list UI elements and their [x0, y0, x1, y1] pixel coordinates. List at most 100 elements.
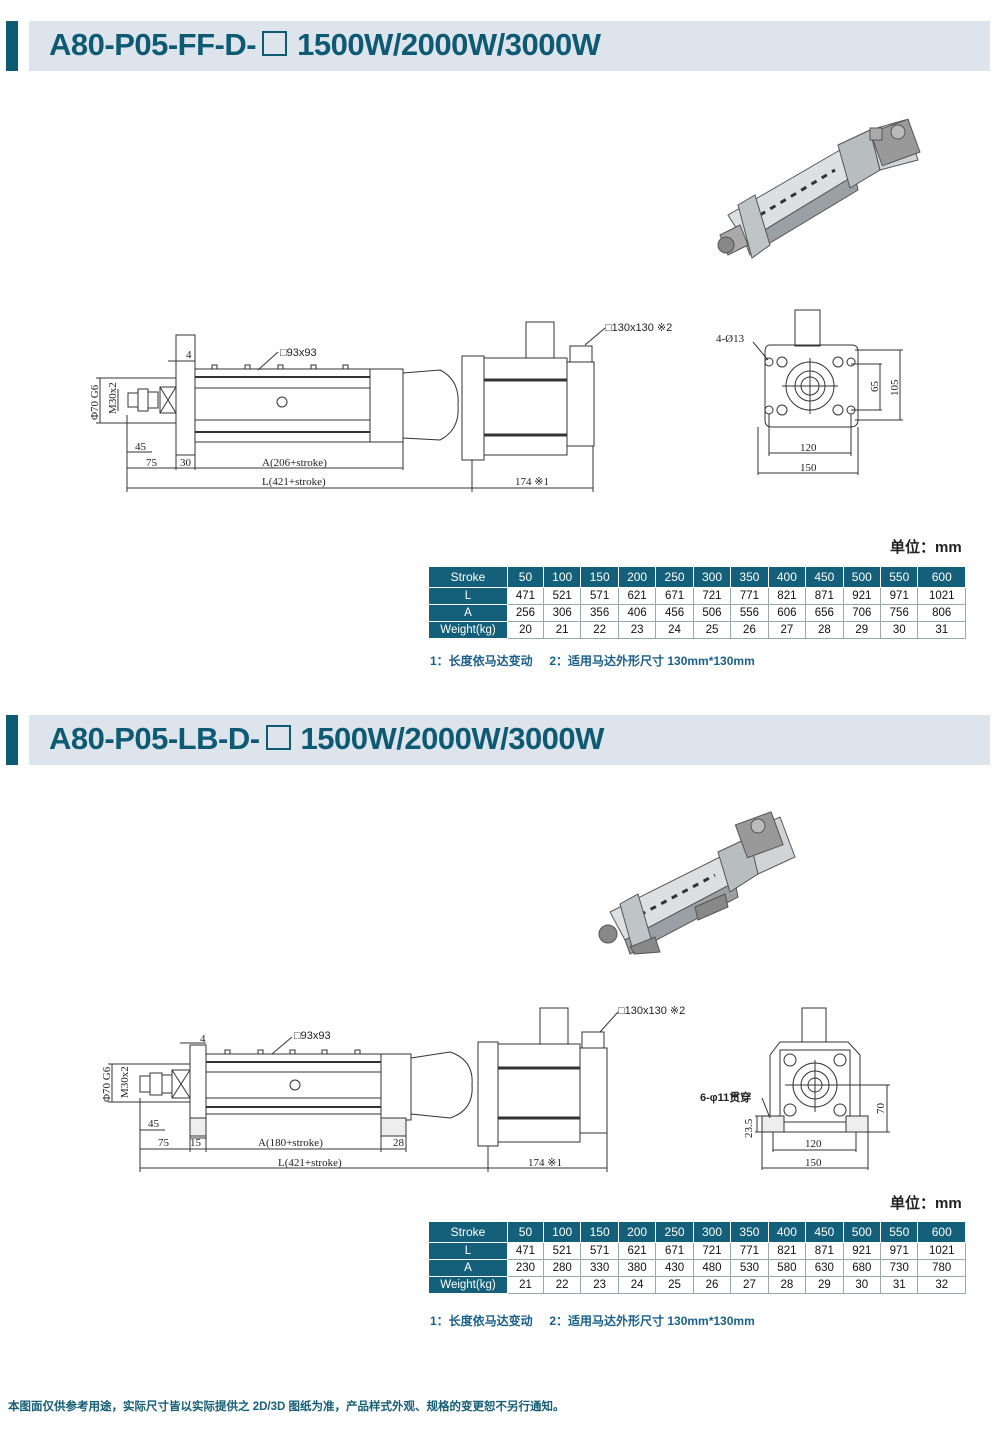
dim-flange: 4 [200, 1033, 206, 1045]
table-cell: 771 [730, 1242, 769, 1260]
model-title: A80-P05-FF-D-1500W/2000W/3000W [49, 27, 601, 63]
dim-150: 150 [805, 1157, 822, 1169]
table-cell: 430 [655, 1259, 694, 1277]
table-cell: 350 [730, 1221, 769, 1243]
table-cell: 32 [917, 1276, 966, 1294]
thread-label: M30x2 [119, 1066, 131, 1098]
option-box-icon [265, 725, 291, 750]
table-cell: 630 [805, 1259, 844, 1277]
table-cell: 27 [730, 1276, 769, 1294]
dim-120: 120 [800, 442, 817, 454]
table-cell: 31 [917, 621, 966, 639]
row-header-cell: L [428, 1242, 508, 1260]
motor-size-label: □130x130 ※2 [618, 1005, 685, 1017]
table-cell: 921 [842, 1242, 882, 1260]
dim-45: 45 [135, 441, 147, 453]
dim-15: 15 [190, 1137, 202, 1149]
dim-28: 28 [393, 1137, 405, 1149]
dim-105: 105 [889, 379, 901, 396]
table-cell: 280 [542, 1259, 582, 1277]
table-cell: 200 [617, 1221, 657, 1243]
holes-label: 4-Ø13 [716, 333, 745, 345]
table-cell: 550 [880, 566, 919, 588]
table-cell: 24 [655, 621, 694, 639]
dim-motor: 174 ※1 [515, 476, 549, 488]
power-options: 1500W/2000W/3000W [300, 721, 605, 756]
dim-45: 45 [148, 1118, 160, 1130]
table-cell: 22 [542, 1276, 582, 1294]
table-cell: 680 [842, 1259, 882, 1277]
table-cell: 23 [580, 1276, 619, 1294]
dim-75: 75 [158, 1137, 170, 1149]
row-header-cell: Stroke [428, 1221, 508, 1243]
table-cell: 23 [617, 621, 657, 639]
dim-65: 65 [869, 381, 881, 393]
table-cell: 871 [805, 1242, 844, 1260]
table-cell: 521 [542, 1242, 582, 1260]
dim-30: 30 [180, 457, 192, 469]
dim-150: 150 [800, 462, 817, 474]
row-header-cell: Stroke [428, 566, 508, 588]
table-cell: 250 [655, 566, 694, 588]
table-cell: 300 [692, 566, 732, 588]
disclaimer-footer: 本图面仅供参考用途，实际尺寸皆以实际提供之 2D/3D 图纸为准，产品样式外观、… [8, 1401, 565, 1413]
thread-label: M30x2 [107, 382, 119, 414]
table-cell: 300 [692, 1221, 732, 1243]
table-cell: 580 [767, 1259, 807, 1277]
table-cell: 26 [692, 1276, 732, 1294]
table-cell: 29 [805, 1276, 844, 1294]
table-cell: 30 [880, 621, 919, 639]
table-cell: 31 [880, 1276, 919, 1294]
table-cell: 600 [917, 566, 966, 588]
table-cell: 821 [767, 1242, 807, 1260]
table-cell: 230 [507, 1259, 544, 1277]
table-cell: 500 [842, 1221, 882, 1243]
table-cell: 821 [767, 587, 807, 605]
model-code: A80-P05-FF-D- [49, 27, 257, 62]
table-cell: 400 [767, 1221, 807, 1243]
dim-a: A(206+stroke) [262, 457, 327, 469]
table-cell: 24 [617, 1276, 657, 1294]
model-code: A80-P05-LB-D- [49, 721, 260, 756]
table-cell: 30 [842, 1276, 882, 1294]
table-cell: 480 [692, 1259, 732, 1277]
profile-size-label: □93x93 [280, 347, 317, 359]
table-cell: 721 [692, 587, 732, 605]
table-cell: 450 [805, 1221, 844, 1243]
profile-size-label: □93x93 [294, 1030, 331, 1042]
dim-23-5: 23.5 [743, 1118, 755, 1138]
holes-label: 6-φ11贯穿 [700, 1090, 751, 1104]
table-cell: 21 [507, 1276, 544, 1294]
unit-label: 单位：mm [890, 539, 962, 556]
table-cell: 28 [767, 1276, 807, 1294]
table-cell: 406 [617, 604, 657, 622]
row-header-cell: A [428, 1259, 508, 1277]
option-box-icon [262, 31, 288, 56]
unit-label: 单位：mm [890, 1195, 962, 1212]
rod-diameter-label: Φ70 G6 [89, 384, 101, 420]
row-header-cell: Weight(kg) [428, 1276, 508, 1294]
dim-120: 120 [805, 1138, 822, 1150]
table-cell: 29 [842, 621, 882, 639]
header-accent [6, 21, 18, 71]
table-cell: 25 [692, 621, 732, 639]
table-cell: 25 [655, 1276, 694, 1294]
table-cell: 971 [880, 1242, 919, 1260]
dim-a: A(180+stroke) [258, 1137, 323, 1149]
dim-motor: 174 ※1 [528, 1157, 562, 1169]
notes: 1：长度依马达变动 2：适用马达外形尺寸 130mm*130mm [430, 1314, 755, 1328]
dim-75: 75 [146, 457, 158, 469]
table-cell: 556 [730, 604, 769, 622]
notes: 1：长度依马达变动 2：适用马达外形尺寸 130mm*130mm [430, 654, 755, 668]
